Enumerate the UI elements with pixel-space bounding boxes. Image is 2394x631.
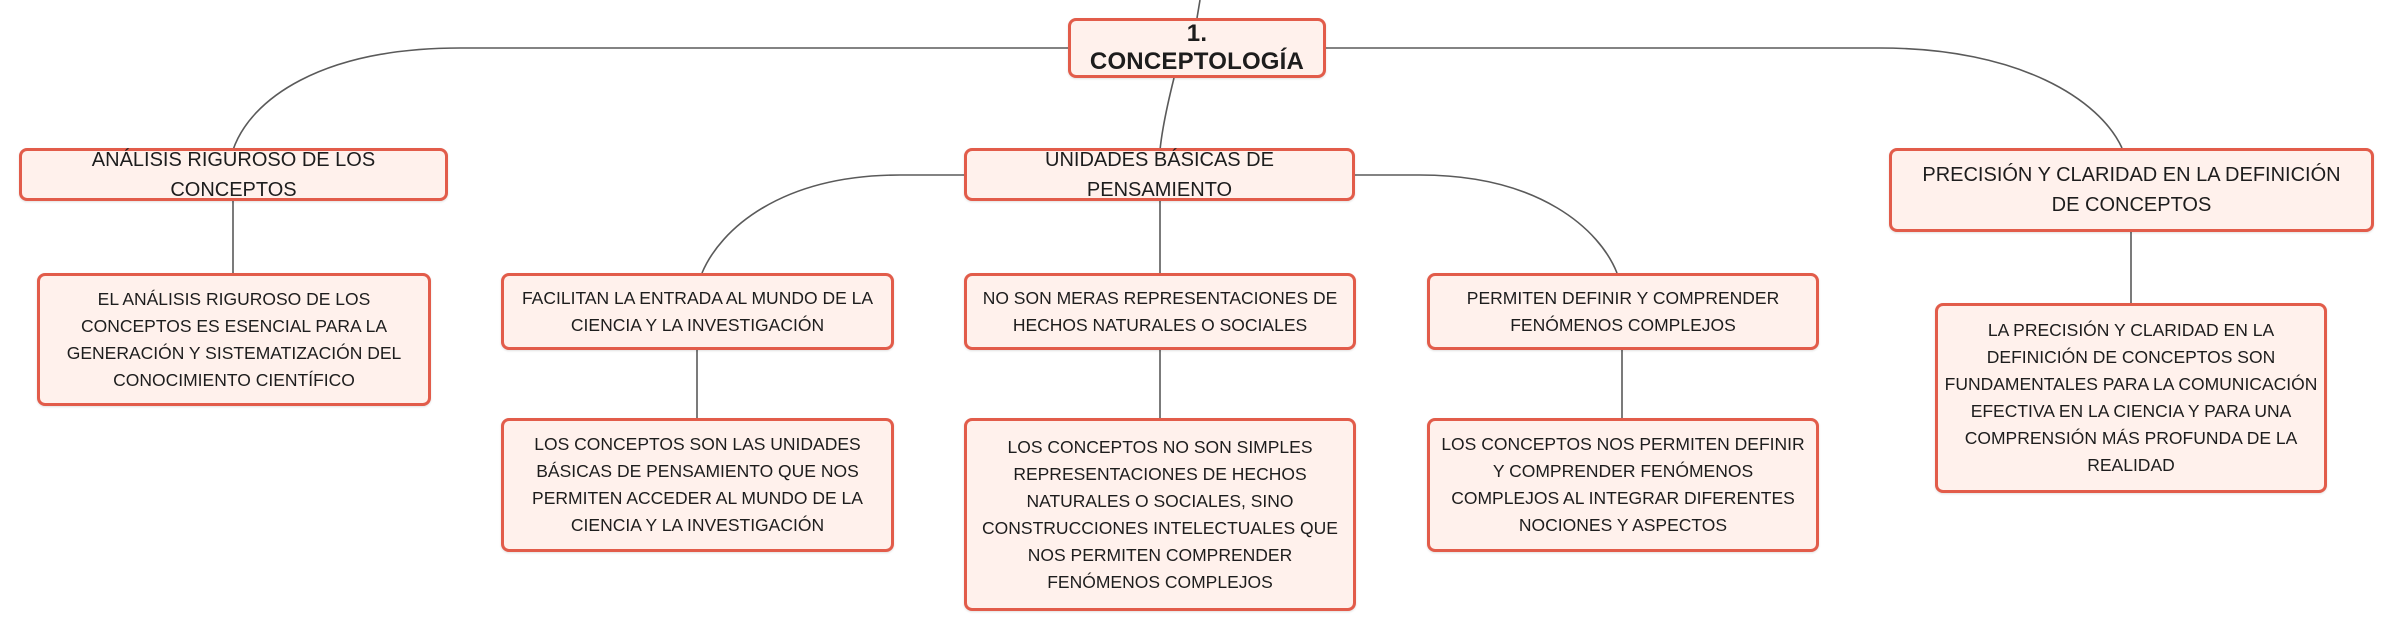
branch-label-precision: PRECISIÓN Y CLARIDAD EN LA DEFINICIÓN DE… — [1922, 164, 2341, 216]
connector-root-to-unidades — [1159, 77, 1175, 151]
child-node-facilitan[interactable]: FACILITAN LA ENTRADA AL MUNDO DE LA CIEN… — [501, 273, 894, 350]
detail-node-facilitan[interactable]: LOS CONCEPTOS SON LAS UNIDADES BÁSICAS D… — [501, 418, 894, 552]
detail-node-permiten-definir[interactable]: LOS CONCEPTOS NOS PERMITEN DEFINIR Y COM… — [1427, 418, 1819, 552]
detail-text-permiten-definir: LOS CONCEPTOS NOS PERMITEN DEFINIR Y COM… — [1441, 434, 1805, 535]
detail-node-no-son-meras[interactable]: LOS CONCEPTOS NO SON SIMPLES REPRESENTAC… — [964, 418, 1356, 611]
detail-text-precision: LA PRECISIÓN Y CLARIDAD EN LA DEFINICIÓN… — [1944, 320, 2318, 475]
connector-parent-to-root — [1196, 0, 1201, 19]
child-node-permiten-definir[interactable]: PERMITEN DEFINIR Y COMPRENDER FENÓMENOS … — [1427, 273, 1819, 350]
child-label-no-son-meras: NO SON MERAS REPRESENTACIONES DE HECHOS … — [982, 287, 1338, 335]
detail-node-analisis[interactable]: EL ANÁLISIS RIGUROSO DE LOS CONCEPTOS ES… — [37, 273, 431, 406]
branch-node-unidades[interactable]: UNIDADES BÁSICAS DE PENSAMIENTO — [964, 148, 1355, 201]
branch-label-analisis: ANÁLISIS RIGUROSO DE LOS CONCEPTOS — [91, 148, 376, 201]
connector-root-to-precision — [1326, 47, 2123, 149]
detail-text-facilitan: LOS CONCEPTOS SON LAS UNIDADES BÁSICAS D… — [532, 434, 863, 535]
connector-unidades-to-child1 — [701, 174, 964, 274]
child-label-permiten-definir: PERMITEN DEFINIR Y COMPRENDER FENÓMENOS … — [1466, 287, 1780, 335]
detail-text-no-son-meras: LOS CONCEPTOS NO SON SIMPLES REPRESENTAC… — [982, 436, 1338, 592]
branch-node-precision[interactable]: PRECISIÓN Y CLARIDAD EN LA DEFINICIÓN DE… — [1889, 148, 2374, 232]
detail-node-precision[interactable]: LA PRECISIÓN Y CLARIDAD EN LA DEFINICIÓN… — [1935, 303, 2327, 493]
child-label-facilitan: FACILITAN LA ENTRADA AL MUNDO DE LA CIEN… — [521, 287, 874, 335]
detail-text-analisis: EL ANÁLISIS RIGUROSO DE LOS CONCEPTOS ES… — [66, 288, 402, 390]
branch-node-analisis[interactable]: ANÁLISIS RIGUROSO DE LOS CONCEPTOS — [19, 148, 448, 201]
root-label: 1. CONCEPTOLOGÍA — [1089, 20, 1305, 75]
connector-unidades-to-child3 — [1355, 174, 1618, 274]
root-node[interactable]: 1. CONCEPTOLOGÍA — [1068, 18, 1326, 78]
connector-root-to-analisis — [232, 47, 1068, 151]
branch-label-unidades: UNIDADES BÁSICAS DE PENSAMIENTO — [1045, 148, 1274, 201]
child-node-no-son-meras[interactable]: NO SON MERAS REPRESENTACIONES DE HECHOS … — [964, 273, 1356, 350]
